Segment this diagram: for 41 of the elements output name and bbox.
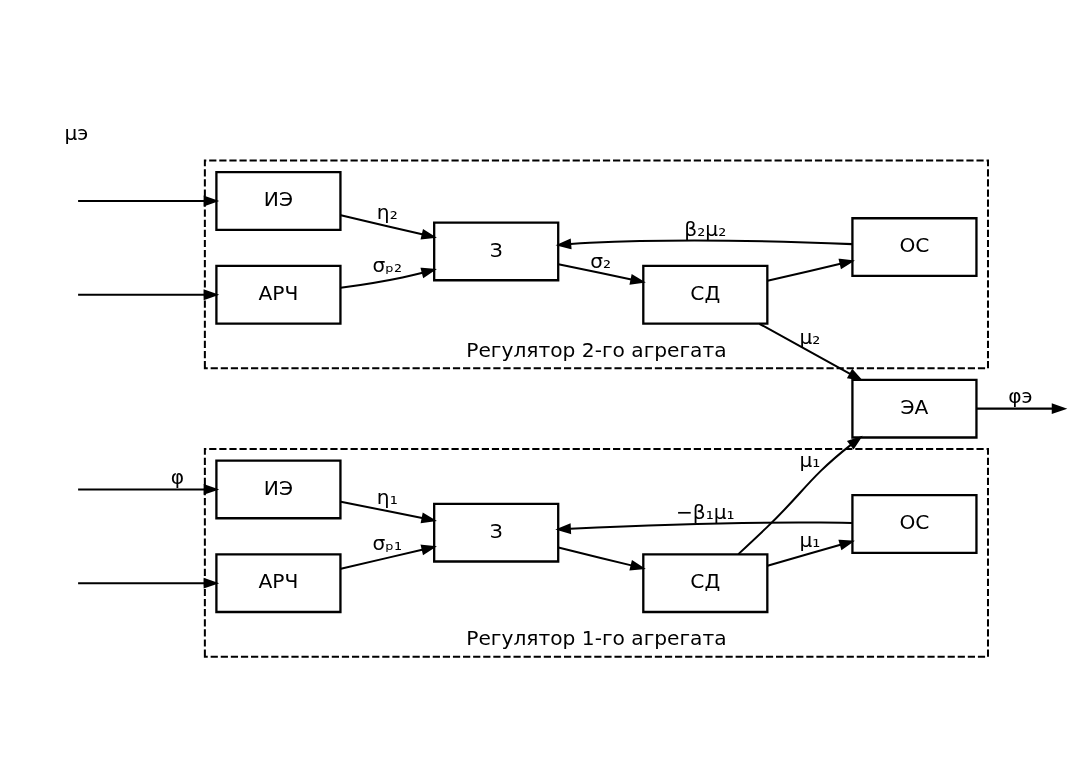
edge-label: η₂ [376,199,398,224]
node-box: СД [642,264,769,325]
node-box: ЭА [851,378,978,439]
arrow [340,213,437,240]
node-box: СД [642,552,769,613]
edge-label: μ₂ [799,324,821,349]
node-box: АРЧ [215,552,342,613]
arrow [558,546,646,571]
node-box: ИЭ [215,458,342,519]
node-box: ОС [851,216,978,277]
node-box: З [433,220,560,281]
edge-label: μ₁ [799,447,821,472]
arrow [555,521,852,534]
edge-label: φ [170,464,185,489]
arrow [340,500,437,523]
edge-label: η₁ [376,484,398,509]
arrow [767,539,855,567]
arrow [555,237,853,249]
edge-label: β₂μ₂ [684,216,727,241]
edge-label: σₚ₂ [372,252,403,277]
node-box: З [433,502,560,563]
node-box: ИЭ [215,170,342,231]
arrow [78,195,220,206]
arrow [737,435,863,555]
arrow [78,577,220,589]
edge-label: φэ [1008,383,1033,408]
edge-label: μ₁ [799,527,821,552]
edge-label: σₚ₁ [372,530,403,555]
arrow [78,288,220,300]
arrow [558,262,646,285]
arrow [340,267,437,289]
arrow [758,322,864,381]
arrow [340,544,437,570]
edge-label: −β₁μ₁ [675,499,735,524]
arrow [976,402,1068,414]
node-box: АРЧ [215,264,342,325]
arrow [78,483,220,495]
node-box: ОС [851,493,978,554]
edge-label: σ₂ [590,248,612,273]
label: μэ [64,120,89,145]
arrow [767,258,855,282]
